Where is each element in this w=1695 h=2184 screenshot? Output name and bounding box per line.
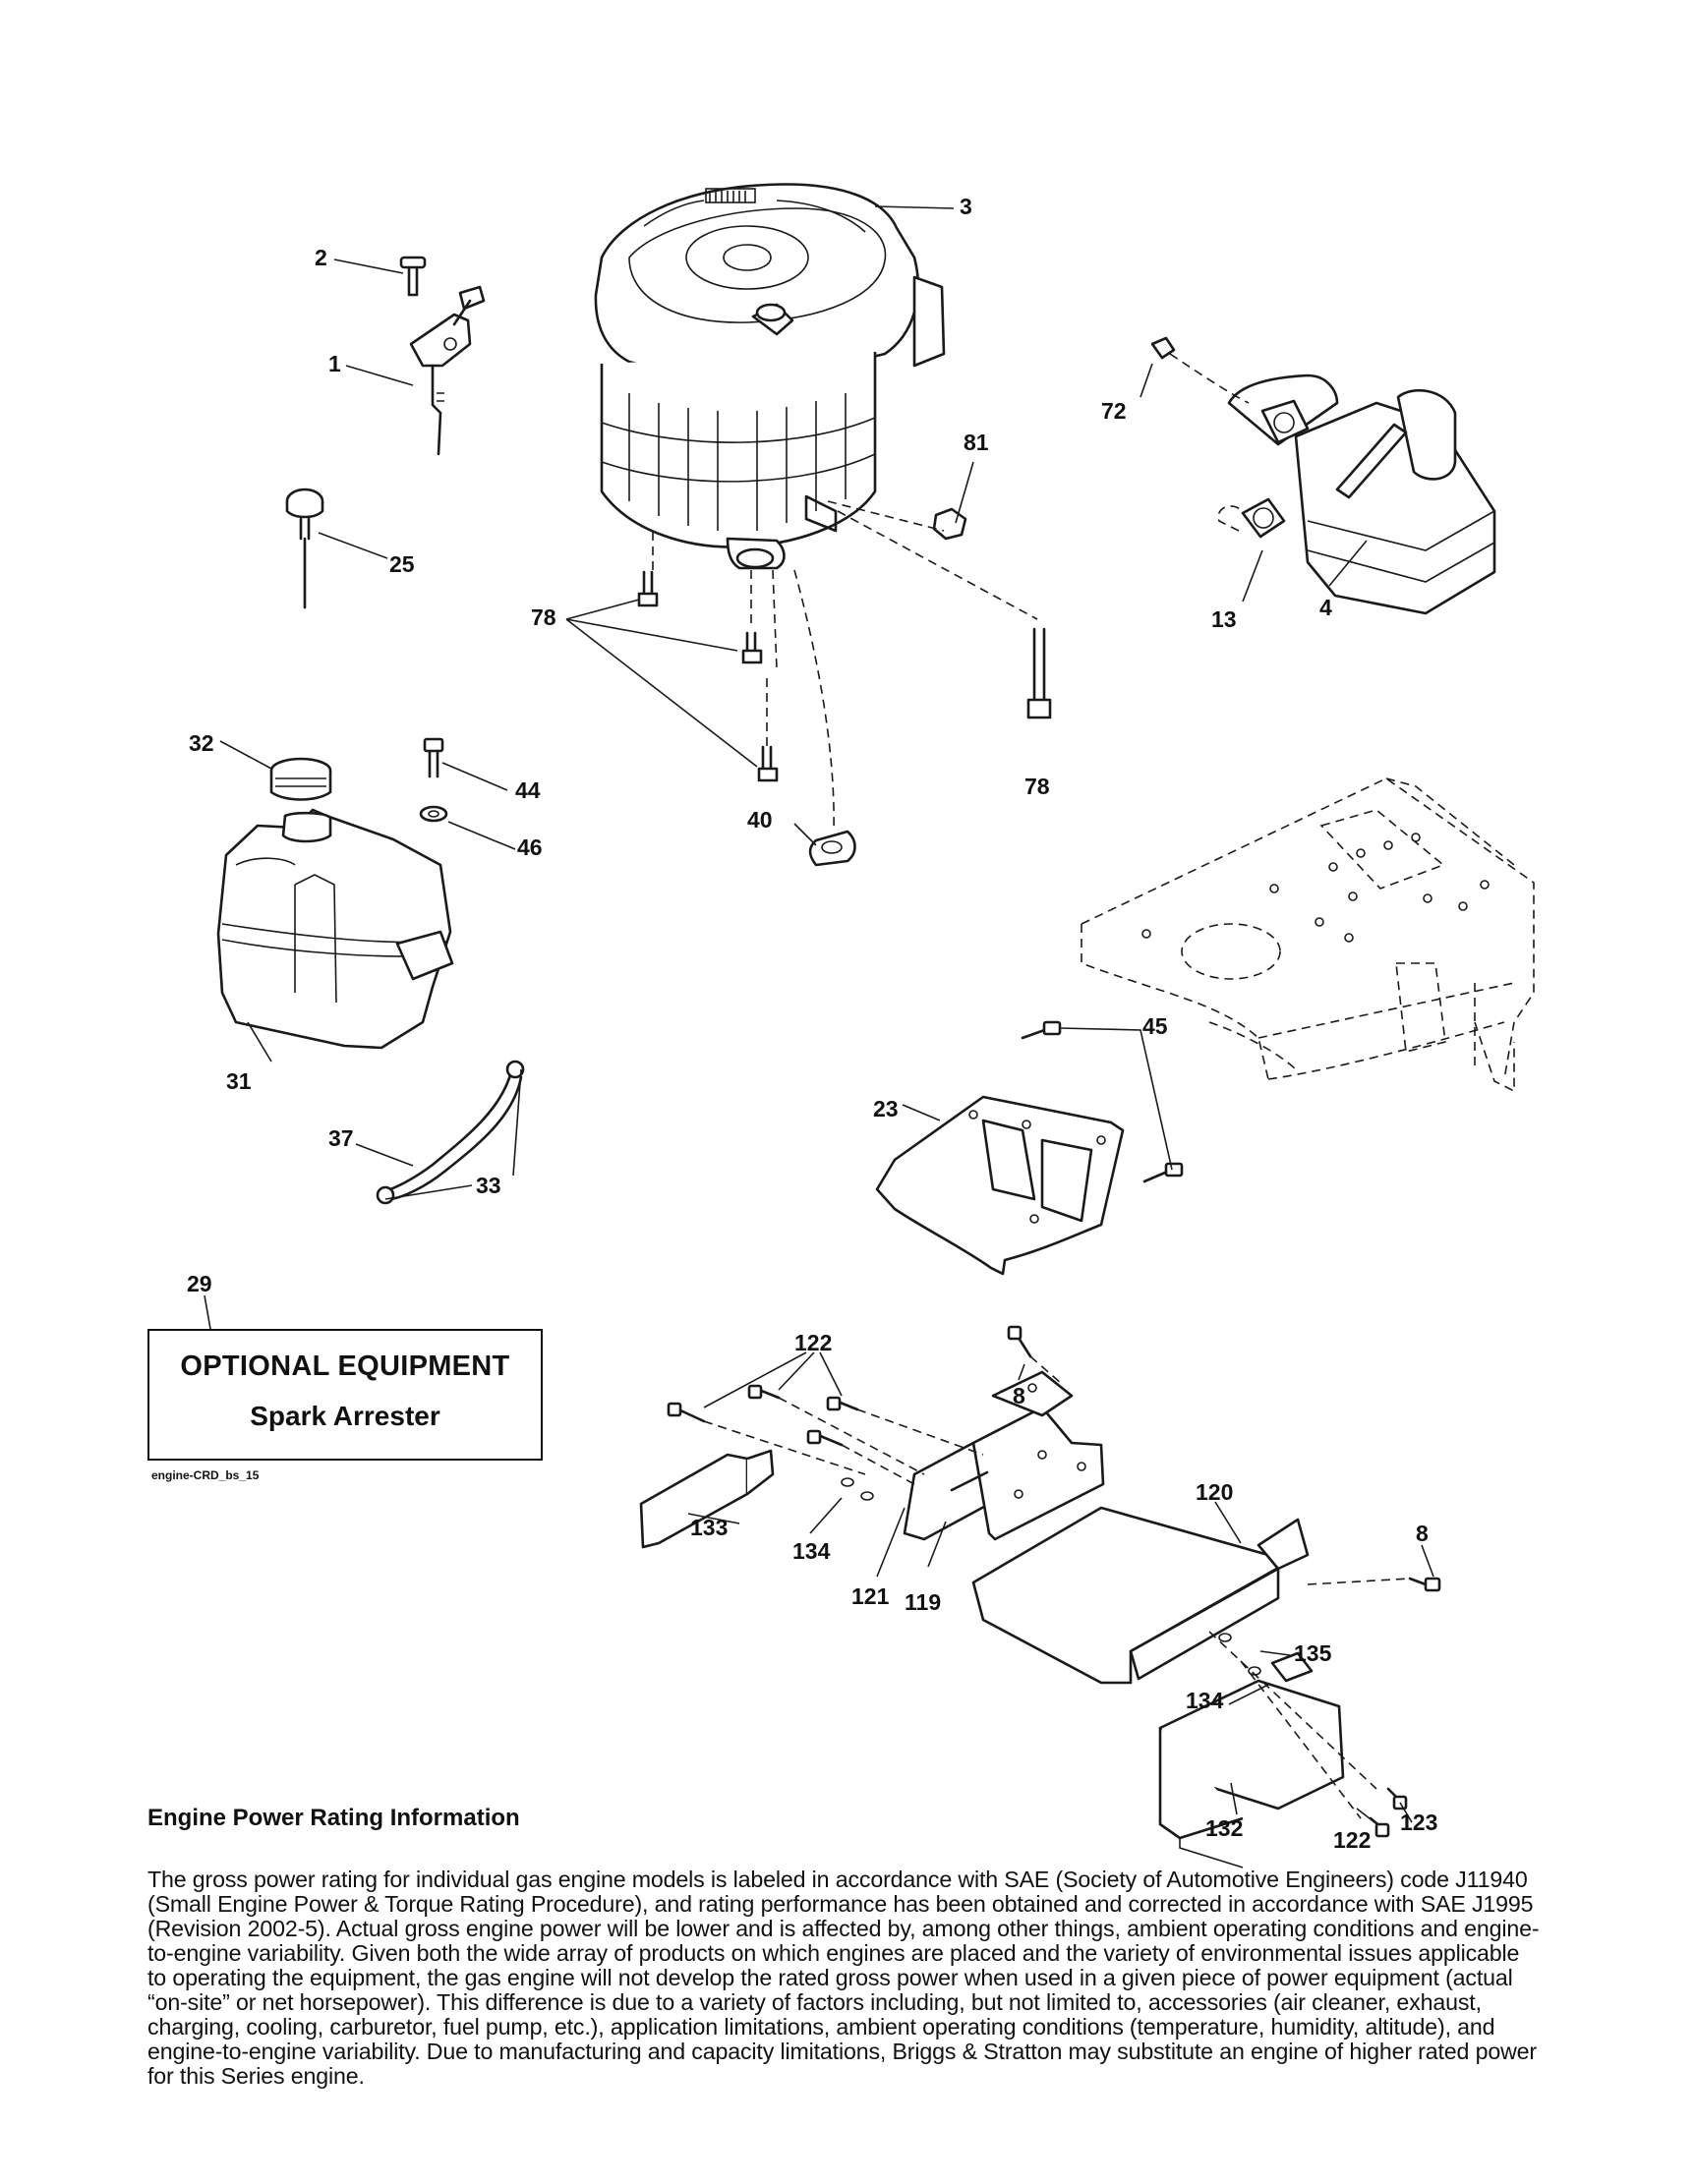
dipstick (285, 488, 324, 609)
callout-32: 32 (189, 730, 214, 756)
engine-shield (875, 1020, 1184, 1276)
callout-13: 13 (1211, 606, 1237, 632)
callout-72: 72 (1101, 398, 1127, 424)
spark-arrester-label: Spark Arrester (250, 1401, 440, 1431)
tank-mount-hardware (419, 737, 448, 823)
callout-119: 119 (905, 1589, 941, 1615)
optional-equipment-title: OPTIONAL EQUIPMENT (180, 1351, 510, 1382)
callout-37: 37 (328, 1125, 354, 1151)
callout-leader-lines (204, 205, 1434, 1823)
callout-135: 135 (1294, 1640, 1332, 1666)
callout-2: 2 (315, 245, 327, 270)
callout-8-a: 8 (1013, 1383, 1025, 1408)
fuel-tank-assembly (216, 757, 454, 1050)
callout-40: 40 (747, 807, 773, 833)
callout-3: 3 (960, 194, 972, 219)
spark-arrester-mount-assembly (639, 1325, 1441, 1868)
callout-78-a: 78 (531, 604, 556, 630)
callout-33: 33 (476, 1173, 501, 1198)
throttle-control-assembly (399, 256, 486, 456)
callout-23: 23 (873, 1096, 899, 1121)
callout-122-a: 122 (794, 1330, 832, 1355)
callout-123: 123 (1400, 1810, 1437, 1835)
callout-133: 133 (690, 1515, 728, 1540)
rating-paragraph: The gross power rating for individual ga… (147, 1867, 1540, 2089)
callout-81: 81 (964, 430, 989, 455)
callout-25: 25 (389, 551, 415, 577)
callout-122-b: 122 (1333, 1827, 1371, 1853)
callout-labels: 2 1 3 4 13 25 72 81 78 78 40 32 44 46 31… (187, 194, 1437, 1853)
callout-45: 45 (1142, 1013, 1168, 1039)
callout-121: 121 (851, 1583, 890, 1609)
callout-120: 120 (1196, 1479, 1233, 1505)
callout-1: 1 (328, 351, 341, 376)
fuel-line-assembly (376, 1060, 525, 1205)
callout-44: 44 (515, 777, 541, 803)
callout-4: 4 (1319, 595, 1332, 620)
callout-134-b: 134 (1186, 1688, 1224, 1713)
callout-46: 46 (517, 834, 543, 860)
figure-id: engine-CRD_bs_15 (151, 1468, 260, 1482)
callout-8-b: 8 (1416, 1521, 1429, 1546)
assembly-guide-lines (652, 353, 1250, 833)
rating-heading: Engine Power Rating Information (147, 1805, 520, 1831)
optional-equipment-box: OPTIONAL EQUIPMENT Spark Arrester (147, 1329, 543, 1461)
tractor-frame-outline (1081, 777, 1535, 1093)
engine-assembly (594, 183, 946, 570)
callout-78-b: 78 (1024, 774, 1050, 799)
callout-29: 29 (187, 1271, 212, 1296)
callout-31: 31 (226, 1068, 252, 1094)
callout-132: 132 (1205, 1815, 1243, 1841)
callout-134-a: 134 (792, 1538, 831, 1564)
muffler-assembly (1227, 374, 1496, 615)
